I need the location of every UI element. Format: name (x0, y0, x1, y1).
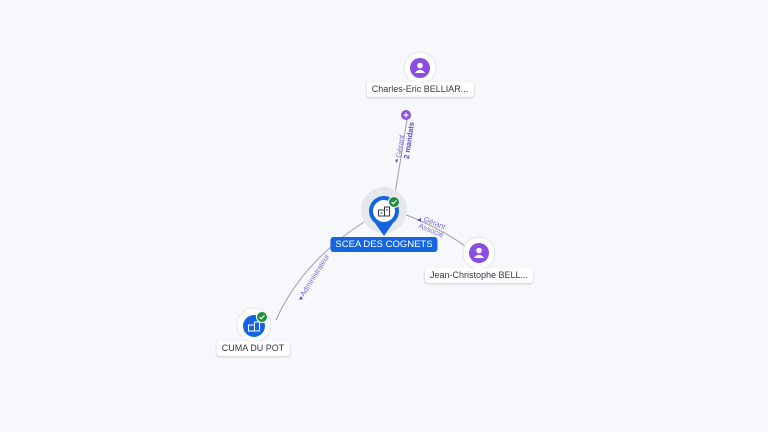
edge-jean-main (403, 213, 466, 247)
edge-label-charles-role: Gérant (394, 133, 406, 158)
node-label-charles[interactable]: Charles-Eric BELLIAR... (366, 82, 474, 97)
arrow-head-cuma (299, 296, 303, 300)
arrow-head-jean (417, 218, 421, 222)
node-person-charles[interactable] (403, 51, 437, 85)
node-company-cuma[interactable] (236, 307, 272, 343)
node-company-main[interactable] (361, 187, 407, 236)
plus-icon (403, 112, 409, 118)
node-label-main-company[interactable]: SCEA DES COGNETS (330, 237, 438, 252)
node-label-cuma[interactable]: CUMA DU POT (216, 341, 290, 356)
node-label-jean[interactable]: Jean-Christophe BELL... (424, 268, 534, 283)
verified-badge-icon (256, 311, 268, 323)
edge-label-charles-mandates[interactable]: 2 mandats (402, 121, 416, 159)
arrow-head-charles (395, 159, 398, 163)
edge-main-cuma (275, 221, 365, 321)
person-icon (414, 62, 426, 73)
edge-charles-main (394, 113, 409, 195)
edge-label-cuma-role: Administrateur (298, 252, 332, 298)
building-icon (378, 206, 390, 217)
expand-mandates-button[interactable] (401, 110, 411, 120)
verified-badge-icon (388, 196, 400, 208)
person-icon (473, 247, 485, 258)
node-person-jean[interactable] (462, 236, 496, 270)
